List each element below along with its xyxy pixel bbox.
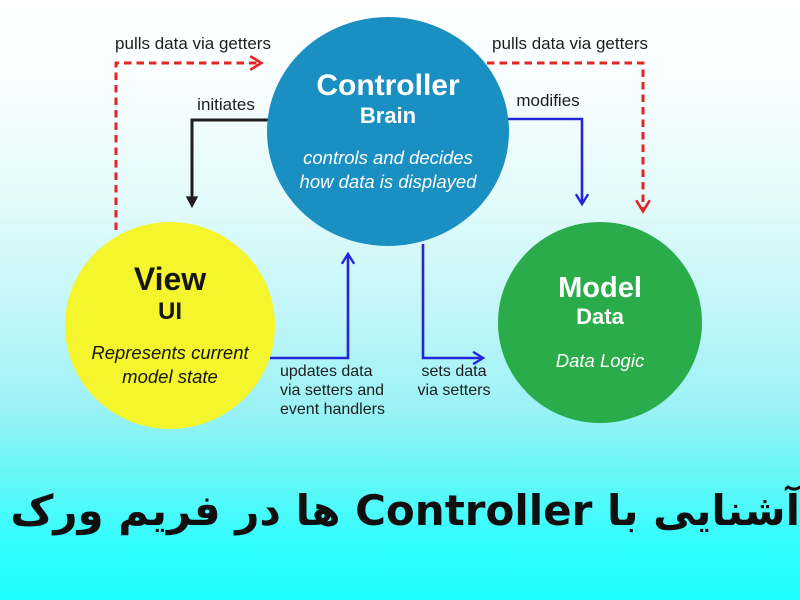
view-subtitle: UI [158,297,182,325]
model-title: Model [558,271,642,304]
model-subtitle: Data [576,304,624,330]
view-title: View [133,260,207,297]
model-description: Data Logic [555,350,645,372]
controller-title: Controller [316,69,460,102]
edge-label-modifies: modifies [516,91,580,110]
node-view: View UI Represents current model state [65,222,275,429]
controller-description: controls and decides how data is display… [299,146,477,192]
edge-sets-arrow [421,244,486,365]
edge-modifies-arrow [504,117,589,207]
node-controller: Controller Brain controls and decides ho… [267,17,509,246]
edge-pulls-left-arrow [114,55,264,230]
edge-label-sets: sets data via setters [417,363,491,399]
controller-subtitle: Brain [359,102,417,128]
edge-pulls-right-arrow [487,61,651,214]
edge-initiates-arrow [185,118,272,209]
caption-title: آشنایی با Controller ها در فریم ورک MVC [0,486,800,535]
edge-label-pulls-left: pulls data via getters [115,34,271,53]
edge-updates-arrow [270,251,355,360]
node-model: Model Data Data Logic [498,222,702,423]
edge-label-initiates: initiates [197,95,255,114]
view-description: Represents current model state [91,342,249,388]
edge-label-pulls-right: pulls data via getters [492,34,648,53]
edge-label-updates: updates data via setters and event handl… [280,363,385,418]
